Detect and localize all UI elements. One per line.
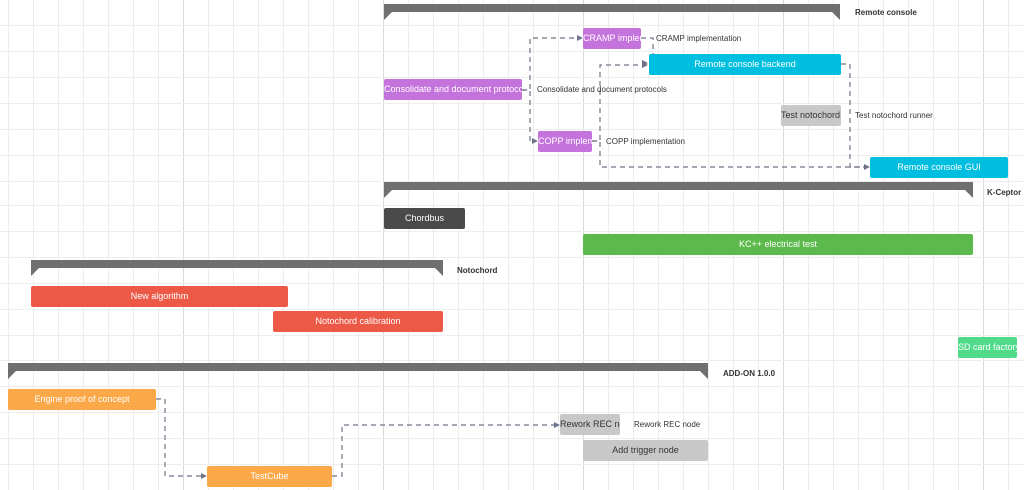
task-side-label: Test notochord runner: [855, 111, 933, 120]
group-label-remote-console: Remote console: [855, 8, 917, 17]
arrow-head-icon: [532, 138, 538, 144]
task-side-label: COPP implementation: [606, 137, 685, 146]
arrow-head-icon: [577, 35, 583, 41]
task-copp-implementation[interactable]: COPP implementation: [538, 131, 592, 152]
task-cramp-implementation[interactable]: CRAMP implementation: [583, 28, 641, 49]
grid-line: [433, 0, 434, 490]
row-line: [0, 181, 1024, 182]
row-line: [0, 283, 1024, 284]
dependency-link: [332, 424, 555, 477]
arrow-head-icon: [554, 422, 560, 428]
task-remote-console-backend[interactable]: Remote console backend: [649, 54, 841, 75]
arrow-head-icon: [864, 164, 870, 170]
task-chordbus[interactable]: Chordbus: [384, 208, 465, 229]
row-line: [0, 464, 1024, 465]
task-test-notochord-runner[interactable]: Test notochord runner: [781, 105, 841, 126]
grid-line: [58, 0, 59, 490]
row-line: [0, 155, 1024, 156]
grid-line: [508, 0, 509, 490]
grid-line: [283, 0, 284, 490]
task-new-algorithm[interactable]: New algorithm: [31, 286, 288, 307]
grid-line: [233, 0, 234, 490]
task-side-label: CRAMP implementation: [656, 34, 742, 43]
grid-line: [408, 0, 409, 490]
group-label-notochord: Notochord: [457, 266, 498, 275]
grid-line: [533, 0, 534, 490]
group-bar-add-on[interactable]: [8, 363, 708, 379]
grid-line: [208, 0, 209, 490]
row-line: [0, 25, 1024, 26]
row-line: [0, 438, 1024, 439]
grid-line: [983, 0, 984, 490]
task-rework-rec-node[interactable]: Rework REC node: [560, 414, 620, 435]
dependency-link: [156, 398, 202, 477]
task-consolidate-protocols[interactable]: Consolidate and document protocols: [384, 79, 522, 100]
row-line: [0, 412, 1024, 413]
group-bar-remote-console[interactable]: [384, 4, 840, 20]
group-bar-k-ceptor[interactable]: [384, 182, 973, 198]
grid-line: [358, 0, 359, 490]
row-line: [0, 257, 1024, 258]
grid-line: [483, 0, 484, 490]
row-line: [0, 129, 1024, 130]
task-notochord-calibration[interactable]: Notochord calibration: [273, 311, 443, 332]
dependency-link: [592, 64, 643, 142]
grid-line: [308, 0, 309, 490]
row-line: [0, 77, 1024, 78]
dependency-link: [592, 140, 864, 168]
group-label-k-ceptor: K-Ceptor: [987, 188, 1022, 197]
grid-line: [383, 0, 384, 490]
task-engine-proof-of-concept[interactable]: Engine proof of concept: [8, 389, 156, 410]
row-line: [0, 386, 1024, 387]
task-add-trigger-node[interactable]: Add trigger node: [583, 440, 708, 461]
group-bar-notochord[interactable]: [31, 260, 443, 276]
grid-line: [1008, 0, 1009, 490]
row-line: [0, 231, 1024, 232]
grid-line: [158, 0, 159, 490]
grid-line: [558, 0, 559, 490]
arrow-head-icon: [642, 62, 648, 68]
group-label-add-on: ADD-ON 1.0.0: [723, 369, 776, 378]
row-line: [0, 335, 1024, 336]
row-line: [0, 103, 1024, 104]
task-sd-card-factory[interactable]: SD card factory: [958, 337, 1017, 358]
task-side-label: Consolidate and document protocols: [537, 85, 667, 94]
dependency-link: [522, 37, 578, 91]
row-line: [0, 360, 1024, 361]
grid-line: [83, 0, 84, 490]
grid-line: [133, 0, 134, 490]
grid-line: [333, 0, 334, 490]
grid-line: [458, 0, 459, 490]
task-side-label: Rework REC node: [634, 420, 701, 429]
task-testcube[interactable]: TestCube: [207, 466, 332, 487]
row-line: [0, 309, 1024, 310]
row-line: [0, 51, 1024, 52]
dependency-link: [522, 89, 533, 142]
task-kc-electrical-test[interactable]: KC++ electrical test: [583, 234, 973, 255]
row-line: [0, 205, 1024, 206]
grid-line: [108, 0, 109, 490]
task-remote-console-gui[interactable]: Remote console GUI: [870, 157, 1008, 178]
arrow-head-icon: [201, 473, 207, 479]
grid-line: [8, 0, 9, 490]
grid-line: [183, 0, 184, 490]
grid-line: [33, 0, 34, 490]
grid-line: [258, 0, 259, 490]
